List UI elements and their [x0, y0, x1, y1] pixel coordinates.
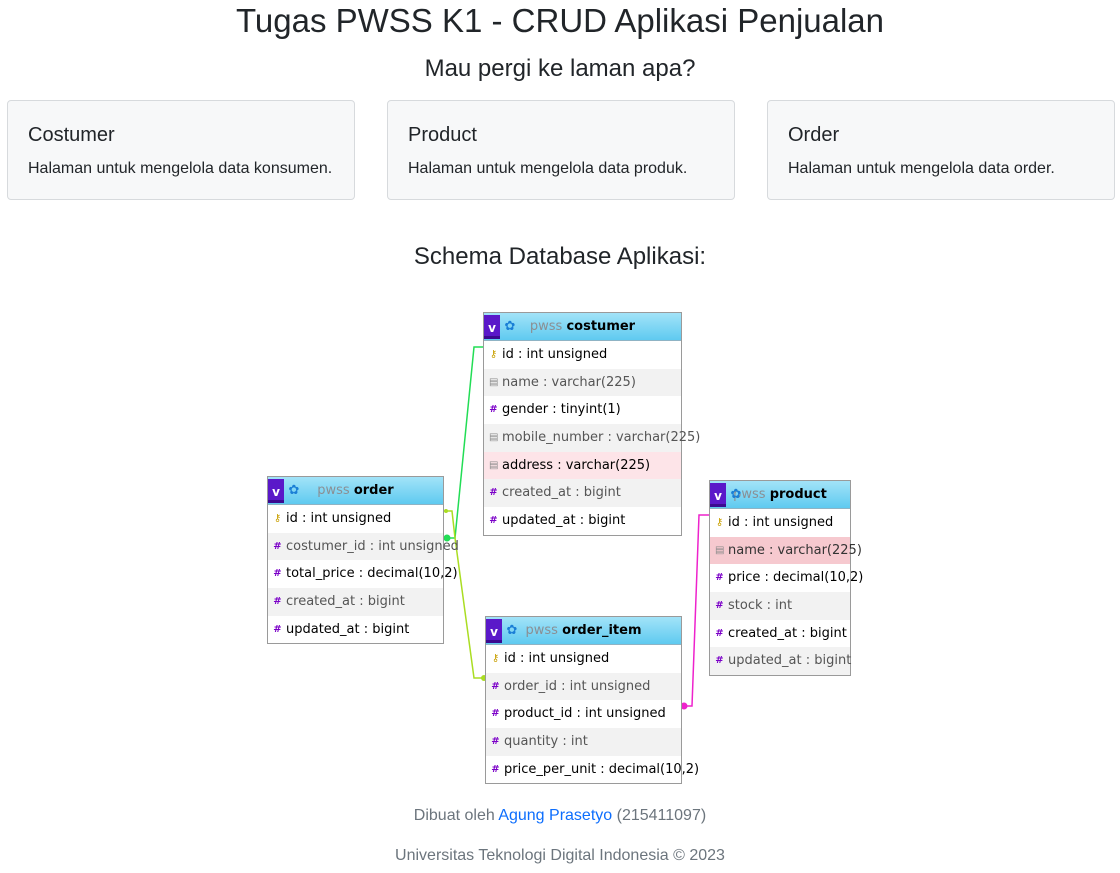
card-title: Product: [408, 124, 477, 146]
number-icon: #: [273, 623, 282, 635]
column-row[interactable]: ⚷id : int unsigned: [710, 509, 850, 537]
number-icon: #: [491, 736, 500, 748]
column-row[interactable]: ▤name : varchar(225): [710, 536, 862, 565]
number-icon: #: [489, 404, 498, 416]
column-row[interactable]: #total_price : decimal(10,2): [268, 560, 457, 588]
table-name: product: [769, 487, 827, 502]
number-icon: #: [491, 680, 500, 692]
column-row[interactable]: #costumer_id : int unsigned: [268, 532, 459, 561]
table-header[interactable]: v ✿ pwss costumer: [484, 313, 681, 341]
number-icon: #: [715, 627, 724, 639]
gear-icon[interactable]: ✿: [288, 483, 300, 498]
db-name: pwss: [317, 483, 350, 498]
number-icon: #: [273, 540, 282, 552]
column-row[interactable]: #created_at : bigint: [484, 479, 681, 508]
db-name: pwss: [733, 487, 766, 502]
column-row[interactable]: #quantity : int: [486, 728, 681, 756]
column-row[interactable]: #created_at : bigint: [268, 588, 443, 616]
key-icon: ⚷: [273, 513, 282, 524]
schema-table-product[interactable]: v ✿ pwss product ⚷id : int unsigned ▤nam…: [709, 480, 863, 677]
card-text: Halaman untuk mengelola data konsumen.: [28, 160, 333, 177]
column-row[interactable]: ⚷id : int unsigned: [486, 645, 681, 673]
footer-student-id: (215411097): [616, 807, 707, 824]
column-row[interactable]: #updated_at : bigint: [268, 616, 443, 644]
column-row[interactable]: ▤address : varchar(225): [484, 451, 681, 480]
table-name: order: [353, 483, 394, 498]
page-subtitle: Mau pergi ke laman apa?: [424, 55, 696, 82]
schema-table-costumer[interactable]: v ✿ pwss costumer ⚷id : int unsigned ▤na…: [483, 312, 700, 536]
schema-table-order-item[interactable]: v ✿ pwss order_item ⚷id : int unsigned #…: [485, 616, 699, 785]
text-icon: ▤: [489, 432, 499, 444]
key-icon: ⚷: [489, 349, 498, 360]
column-row[interactable]: ▤mobile_number : varchar(225): [484, 424, 700, 452]
text-icon: ▤: [715, 544, 725, 556]
key-icon: ⚷: [715, 517, 724, 528]
number-icon: #: [715, 572, 724, 584]
number-icon: #: [715, 655, 724, 667]
column-row[interactable]: #stock : int: [710, 592, 850, 620]
text-icon: ▤: [489, 459, 499, 471]
toggle-view-icon[interactable]: v: [710, 483, 726, 507]
card-product[interactable]: Product Halaman untuk mengelola data pro…: [387, 100, 735, 200]
column-row[interactable]: ⚷id : int unsigned: [268, 505, 443, 533]
schema-table-order[interactable]: v ✿ pwss order ⚷id : int unsigned #costu…: [267, 476, 459, 645]
footer-institution: Universitas Teknologi Digital Indonesia …: [395, 847, 725, 864]
card-text: Halaman untuk mengelola data produk.: [408, 160, 688, 177]
number-icon: #: [273, 568, 282, 580]
number-icon: #: [715, 600, 724, 612]
toggle-view-icon[interactable]: v: [268, 479, 284, 503]
text-icon: ▤: [489, 376, 499, 388]
number-icon: #: [273, 596, 282, 608]
column-row[interactable]: #updated_at : bigint: [710, 647, 851, 676]
relation-order-item-product: [684, 514, 710, 707]
number-icon: #: [491, 708, 500, 720]
author-link[interactable]: Agung Prasetyo: [498, 807, 613, 824]
card-text: Halaman untuk mengelola data order.: [788, 160, 1055, 177]
column-row[interactable]: ⚷id : int unsigned: [484, 341, 681, 369]
db-name: pwss: [529, 319, 563, 334]
card-order[interactable]: Order Halaman untuk mengelola data order…: [767, 100, 1115, 200]
number-icon: #: [489, 487, 498, 499]
column-row[interactable]: #order_id : int unsigned: [486, 672, 681, 701]
table-header[interactable]: v ✿ pwss product: [710, 481, 850, 509]
relation-order-costumer: [447, 346, 484, 539]
column-row[interactable]: #price : decimal(10,2): [710, 564, 863, 592]
table-header[interactable]: v ✿ pwss order: [268, 477, 443, 505]
number-icon: #: [491, 763, 500, 775]
toggle-view-icon[interactable]: v: [486, 619, 502, 643]
gear-icon[interactable]: ✿: [506, 623, 518, 638]
column-row[interactable]: #gender : tinyint(1): [484, 396, 681, 424]
table-header[interactable]: v ✿ pwss order_item: [486, 617, 681, 645]
db-name: pwss: [525, 623, 558, 638]
page-title: Tugas PWSS K1 - CRUD Aplikasi Penjualan: [235, 2, 885, 39]
key-icon: ⚷: [491, 653, 500, 664]
table-name: costumer: [566, 319, 636, 334]
column-row[interactable]: #created_at : bigint: [710, 620, 850, 648]
number-icon: #: [489, 515, 498, 527]
card-title: Order: [788, 124, 840, 146]
card-title: Costumer: [28, 124, 115, 146]
footer-credit: Dibuat oleh Agung Prasetyo (215411097): [0, 806, 1120, 826]
column-row[interactable]: #updated_at : bigint: [484, 507, 681, 535]
toggle-view-icon[interactable]: v: [484, 315, 500, 339]
schema-heading: Schema Database Aplikasi:: [413, 243, 707, 270]
gear-icon[interactable]: ✿: [730, 487, 742, 502]
table-name: order_item: [562, 623, 642, 638]
gear-icon[interactable]: ✿: [504, 319, 516, 334]
relation-end-dot: [444, 509, 448, 513]
column-row[interactable]: #price_per_unit : decimal(10,2): [486, 756, 699, 784]
column-row[interactable]: #product_id : int unsigned: [486, 700, 681, 728]
column-row[interactable]: ▤name : varchar(225): [484, 368, 681, 397]
card-costumer[interactable]: Costumer Halaman untuk mengelola data ko…: [7, 100, 355, 200]
footer-made-by: Dibuat oleh: [413, 807, 495, 824]
